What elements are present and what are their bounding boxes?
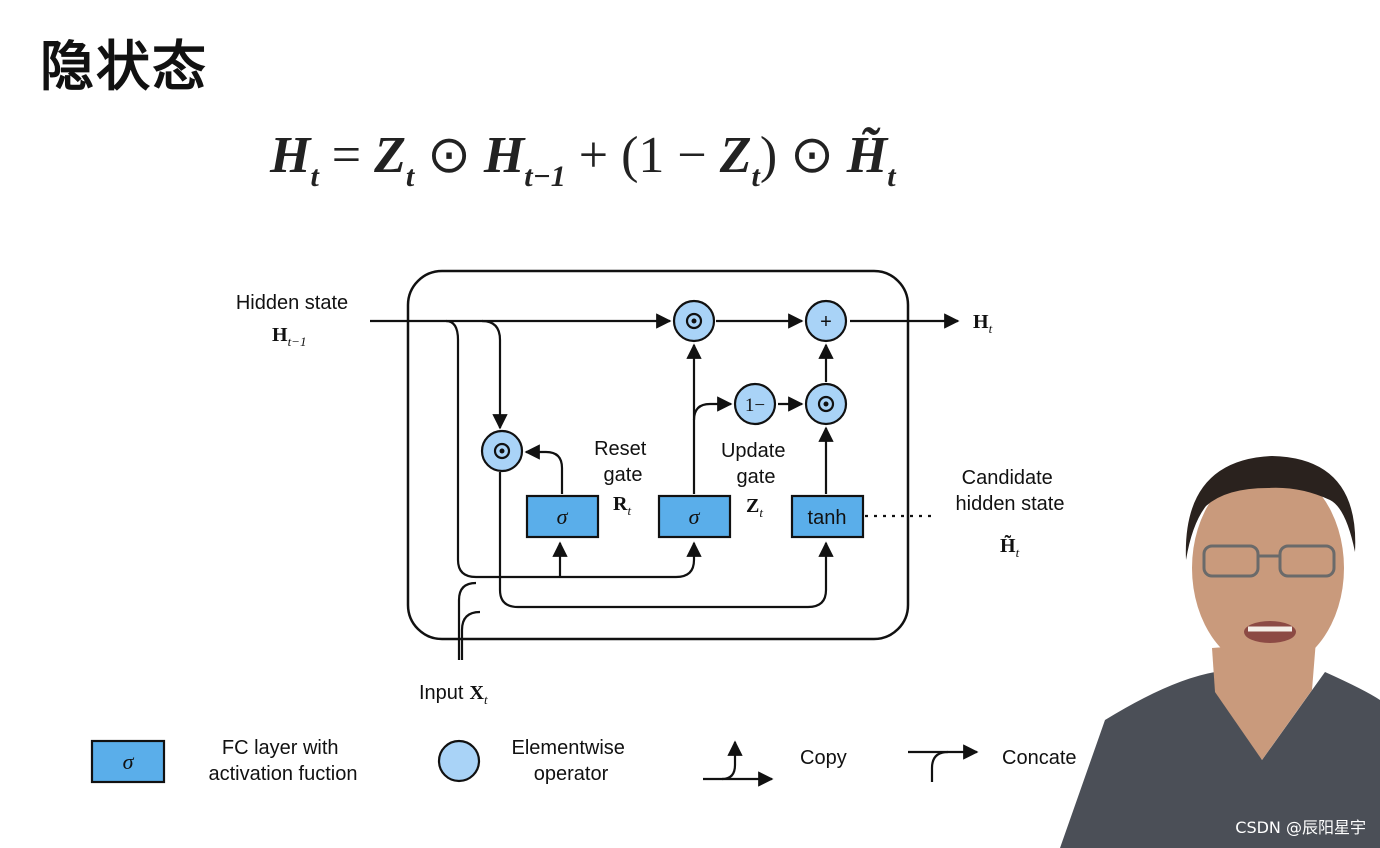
hidden-concat-line: [445, 319, 702, 579]
legend-fc-box: σ: [90, 739, 166, 784]
input-to-tanh-line: [460, 610, 481, 660]
update-gate-box: σ: [657, 494, 732, 539]
wires: [370, 313, 960, 660]
candidate-symbol: H̃t: [1000, 534, 1020, 560]
page-title: 隐状态: [40, 35, 208, 98]
presenter-video: [1060, 456, 1380, 848]
csdn-watermark: CSDN @辰阳星宇: [1235, 818, 1366, 837]
update-to-oneminus-line: [692, 396, 733, 421]
legend-concat-label: Concate: [1002, 747, 1077, 769]
reset-mult-to-tanh-line: [498, 472, 834, 609]
svg-text:1−: 1−: [745, 395, 765, 416]
svg-text:+: +: [820, 311, 832, 333]
update-gate-label: Update gate: [721, 440, 791, 488]
operator-candidate-mult: [804, 382, 848, 426]
gru-cell-frame: [406, 269, 910, 641]
operator-update-mult: [672, 299, 716, 343]
operator-one-minus: 1−: [733, 382, 777, 426]
candidate-label: Candidate hidden state: [956, 467, 1065, 515]
reset-symbol: Rt: [613, 493, 631, 518]
operator-plus: +: [804, 299, 848, 343]
svg-text:σ: σ: [689, 504, 701, 529]
legend-copy-label: Copy: [800, 747, 847, 769]
presenter-neck: [1212, 640, 1316, 760]
hidden-state-label: Hidden state: [236, 292, 348, 314]
presenter-mouth: [1244, 621, 1296, 643]
legend-fc-label: FC layer with activation fuction: [209, 737, 358, 785]
presenter-hair: [1185, 456, 1356, 560]
svg-text:σ: σ: [557, 504, 569, 529]
legend-concat-icon: [908, 744, 979, 782]
legend-elementwise-label: Elementwise operator: [512, 737, 631, 785]
legend-elementwise-circle: [437, 739, 481, 783]
reset-gate-label: Reset gate: [594, 438, 652, 486]
hidden-to-reset-mult-line: [481, 319, 508, 430]
presenter-shirt: [1060, 672, 1380, 848]
output-symbol: Ht: [973, 311, 993, 336]
operator-reset-mult: [480, 429, 524, 473]
hidden-prev-symbol: Ht−1: [272, 324, 306, 349]
reset-gate-box: σ: [525, 494, 600, 539]
tanh-box: tanh: [790, 494, 865, 539]
input-line: [457, 581, 477, 660]
equation: Ht = Zt ⊙ Ht−1 + (1 − Zt) ⊙ H̃t: [269, 127, 897, 198]
presenter-glasses: [1202, 544, 1336, 578]
svg-text:σ: σ: [123, 749, 135, 774]
reset-to-mult-line: [524, 444, 564, 494]
legend-copy-icon: [703, 740, 774, 787]
svg-text:tanh: tanh: [808, 507, 847, 529]
update-symbol: Zt: [746, 495, 763, 520]
presenter-face: [1192, 466, 1344, 670]
